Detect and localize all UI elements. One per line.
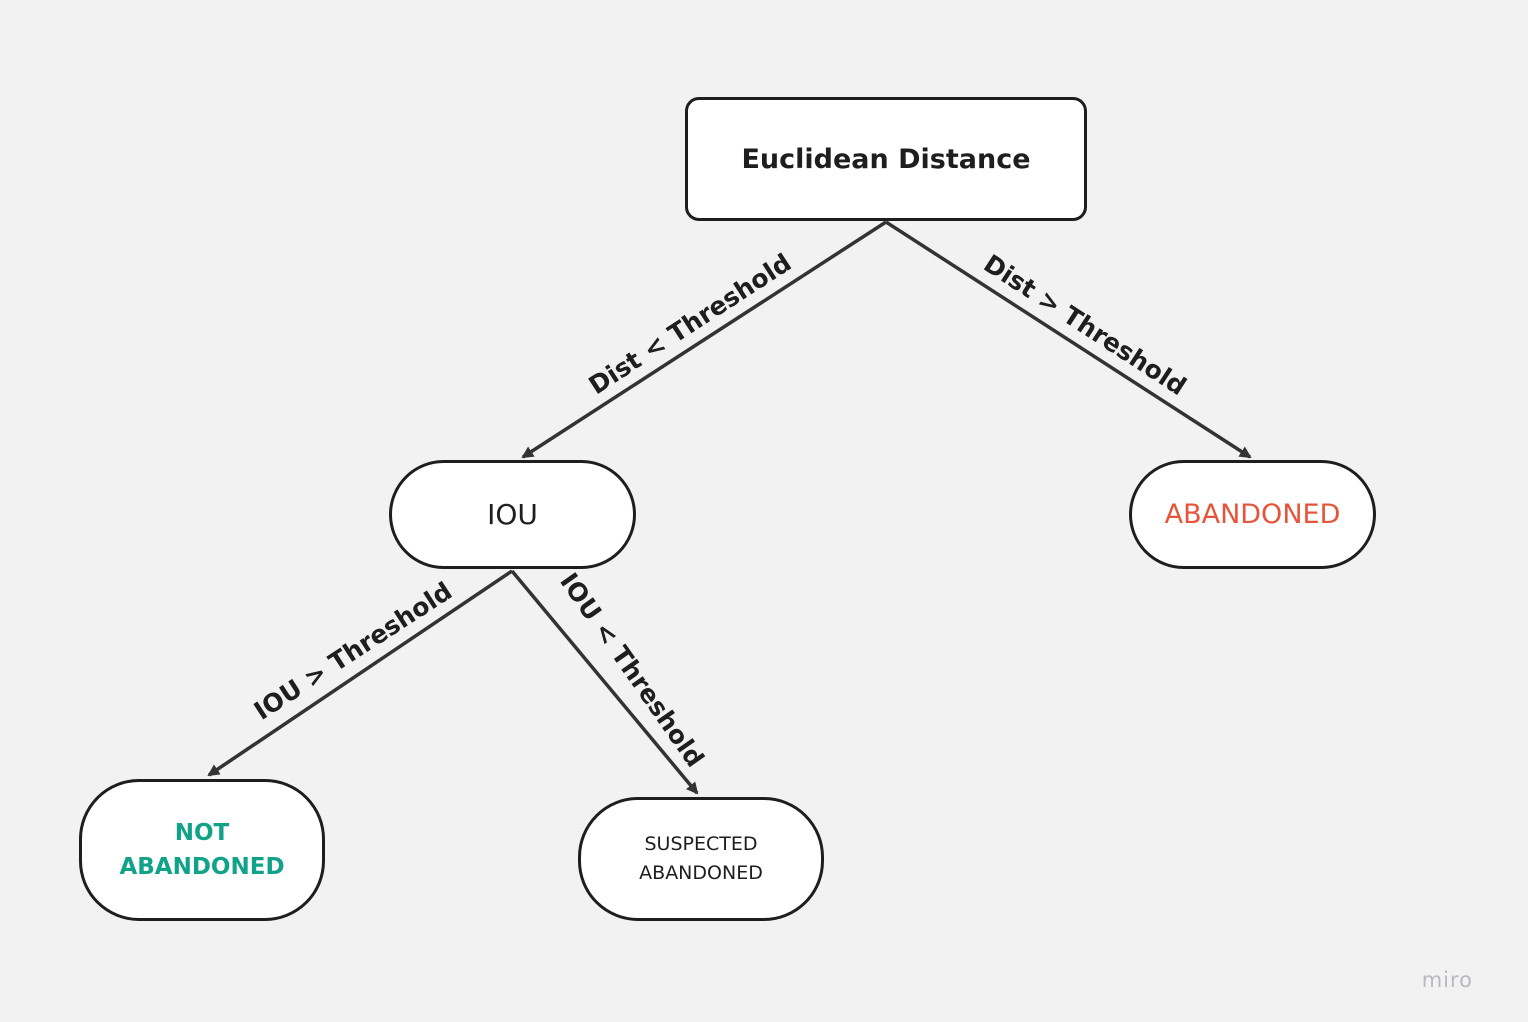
node-not-abandoned-line-2: ABANDONED [119, 854, 285, 880]
edge-dist-gt [885, 220, 1252, 459]
node-iou-label: IOU [487, 498, 538, 531]
edge-iou-gt [207, 569, 513, 777]
node-abandoned-label: ABANDONED [1164, 499, 1341, 530]
edge-iou-lt [510, 569, 699, 795]
edge-dist-lt [521, 220, 887, 459]
node-not-abandoned-line-1: NOT [174, 820, 230, 846]
node-suspected-abandoned[interactable]: SUSPECTED ABANDONED [578, 797, 824, 921]
node-not-abandoned[interactable]: NOT ABANDONED [79, 779, 325, 921]
node-suspected-abandoned-line-2: ABANDONED [639, 862, 763, 884]
miro-watermark: miro [1421, 968, 1473, 992]
node-euclidean-distance-label: Euclidean Distance [741, 143, 1031, 175]
node-suspected-abandoned-line-1: SUSPECTED [644, 833, 758, 855]
node-iou[interactable]: IOU [389, 460, 636, 569]
node-abandoned[interactable]: ABANDONED [1129, 460, 1376, 569]
node-euclidean-distance[interactable]: Euclidean Distance [685, 97, 1087, 221]
